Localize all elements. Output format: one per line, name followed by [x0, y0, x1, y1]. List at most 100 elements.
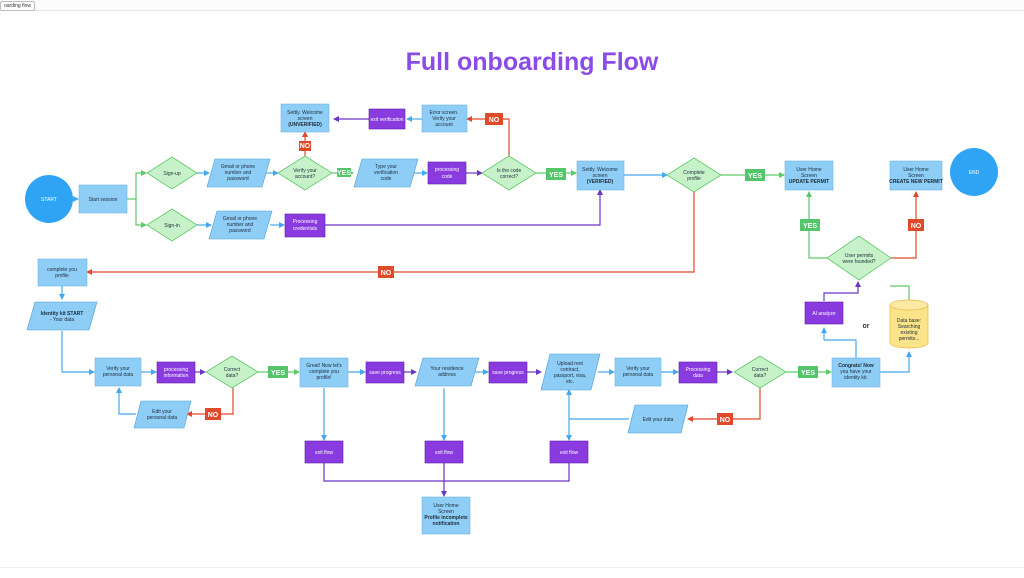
verify-personal-1-line2: personal data — [103, 372, 134, 378]
no-tag-verify: NO — [299, 141, 311, 151]
type-code-line1: Type your — [375, 164, 397, 170]
exit-flow-box-2[interactable]: exit flow — [424, 440, 464, 464]
gmail-phone-2-line2: number and — [227, 222, 254, 228]
congrats-line3: identity kit. — [844, 375, 868, 381]
home-incomplete-box[interactable]: User Home Screen Profile incomplete noti… — [421, 496, 471, 535]
home-update-line1: User Home — [796, 167, 822, 173]
residence-line2: address — [438, 372, 456, 378]
yes-tag-correct-2-text: YES — [801, 370, 815, 377]
type-code-input[interactable]: Type your verification code — [353, 158, 419, 188]
yes-tag-permits: YES — [800, 219, 820, 231]
no-tag-correct-2: NO — [717, 413, 733, 425]
exit-flow-box-3[interactable]: exit flow — [549, 440, 589, 464]
welcome-unverified-line3: (UNVERIFIED) — [288, 122, 322, 128]
residence-line1: Your residence — [430, 366, 463, 372]
exit-verification-label: exit verification — [370, 117, 403, 123]
save-progress-2-label: save progress — [492, 370, 524, 376]
top-toolbar: oarding flow — [0, 0, 1024, 11]
no-tag-permits: NO — [908, 219, 924, 231]
code-correct-diamond[interactable]: Is the code correct? — [481, 155, 537, 191]
start-terminal[interactable]: START — [25, 175, 73, 223]
home-incomplete-line3: Profile incomplete — [424, 515, 468, 521]
error-screen-line2: Verify your — [432, 116, 456, 122]
sign-up-diamond[interactable]: Sign-up — [146, 156, 198, 190]
start-session-label: Start session — [89, 197, 118, 203]
verify-personal-data-box-1[interactable]: Verify your personal data — [94, 357, 142, 387]
verify-personal-1-line1: Verify your — [106, 366, 130, 372]
yes-tag-verify-text: YES — [337, 170, 351, 177]
gmail-phone-2-line1: Gmail or phone — [223, 216, 257, 222]
or-label: or — [863, 323, 870, 330]
exit-flow-box-1[interactable]: exit flow — [304, 440, 344, 464]
welcome-verified-line3: (VERIFIED) — [587, 179, 614, 185]
no-tag-code-text: NO — [489, 117, 500, 124]
correct-data-diamond-1[interactable]: Correct data? — [205, 355, 259, 389]
start-session-box[interactable]: Start session — [78, 184, 128, 214]
correct-data-diamond-2[interactable]: Correct data? — [733, 355, 787, 389]
processing-information-box[interactable]: processing information — [156, 361, 196, 384]
home-create-line2: Screen — [908, 173, 924, 179]
great-flow-box[interactable]: Great! Now let's complete you profile! — [299, 357, 349, 388]
permits-found-diamond[interactable]: User permits were founded? — [826, 235, 892, 281]
verify-personal-2-line2: personal data — [623, 372, 654, 378]
exit-flow-2-label: exit flow — [435, 450, 453, 456]
complete-you-profile-box[interactable]: complete you profile — [37, 258, 88, 287]
home-update-permit-box[interactable]: User Home Screen UPDATE PERMIT — [784, 160, 834, 191]
frame-name-tab[interactable]: oarding flow — [0, 1, 35, 11]
processing-information-line1: processing — [164, 367, 188, 373]
upload-rent-line2: contract, — [560, 367, 579, 373]
welcome-unverified-line1: Settly. Welcome — [287, 110, 323, 116]
no-tag-correct-1: NO — [205, 408, 221, 420]
exit-verification-box[interactable]: exit verification — [368, 108, 406, 130]
edit-personal-data-input[interactable]: Edit your personal data — [133, 400, 192, 429]
processing-credentials-line2: credentials — [293, 226, 318, 232]
ai-analyze-label: AI analyze — [812, 311, 836, 317]
processing-code-line1: processing — [435, 167, 459, 173]
processing-code-box[interactable]: processing code — [427, 161, 467, 185]
congrats-box[interactable]: Congrats! Now you have your identity kit… — [831, 357, 881, 388]
save-progress-box-1[interactable]: save progress — [365, 361, 405, 384]
start-label: START — [41, 197, 57, 203]
database-line3: existing — [901, 330, 918, 336]
type-code-line2: verification — [374, 170, 398, 176]
sign-up-label: Sign-up — [163, 171, 180, 177]
permits-found-line2: were founded? — [842, 259, 875, 265]
home-create-permit-box[interactable]: User Home Screen CREATE NEW PERMIT — [889, 160, 943, 191]
sign-in-diamond[interactable]: Sign-in — [146, 208, 198, 242]
no-tag-complete: NO — [378, 266, 394, 278]
yes-tag-permits-text: YES — [803, 223, 817, 230]
edit-data-input[interactable]: Edit your data — [627, 404, 689, 434]
ai-analyze-box[interactable]: AI analyze — [804, 301, 844, 325]
gmail-phone-input-signup[interactable]: Gmail or phone number and password — [206, 158, 271, 188]
database-line4: permits... — [899, 336, 920, 342]
database-line2: Searching — [898, 324, 921, 330]
great-flow-line3: profile! — [316, 375, 331, 381]
end-terminal[interactable]: END — [950, 148, 998, 196]
processing-credentials-box[interactable]: Processing credentials — [284, 213, 326, 238]
error-screen-line1: Error screen. — [430, 110, 459, 116]
verify-account-line2: account? — [295, 174, 316, 180]
complete-profile-diamond[interactable]: Complete profile — [666, 157, 722, 193]
home-incomplete-line2: Screen — [438, 509, 454, 515]
welcome-verified-line2: screen — [592, 173, 607, 179]
upload-rent-line3: passport, visa, — [554, 373, 586, 379]
identity-kit-start[interactable]: Identity kit START - Your data — [26, 301, 98, 331]
verify-personal-data-box-2[interactable]: Verify your personal data — [614, 357, 662, 387]
correct-data-1-line2: data? — [226, 373, 239, 379]
verify-account-diamond[interactable]: Verify your account? — [277, 155, 333, 191]
database-cylinder[interactable]: Data base: Searching existing permits... — [889, 299, 929, 349]
welcome-verified-box[interactable]: Settly. Welcome screen (VERIFIED) — [576, 160, 625, 191]
congrats-line1: Congrats! Now — [838, 363, 874, 369]
save-progress-box-2[interactable]: save progress — [488, 361, 528, 384]
great-flow-line1: Great! Now let's — [306, 363, 342, 369]
home-create-line1: User Home — [903, 167, 929, 173]
upload-rent-input[interactable]: Upload rent contract, passport, visa, et… — [540, 353, 601, 391]
error-screen-box[interactable]: Error screen. Verify your account — [421, 104, 468, 133]
gmail-phone-input-signin[interactable]: Gmail or phone number and password — [208, 210, 273, 240]
welcome-verified-line1: Settly. Welcome — [582, 167, 618, 173]
residence-address-input[interactable]: Your residence address — [414, 357, 480, 387]
save-progress-1-label: save progress — [369, 370, 401, 376]
welcome-unverified-box[interactable]: Settly. Welcome screen (UNVERIFIED) — [280, 103, 330, 133]
processing-data-box[interactable]: Processing data — [678, 361, 718, 384]
yes-tag-complete: YES — [745, 169, 765, 181]
